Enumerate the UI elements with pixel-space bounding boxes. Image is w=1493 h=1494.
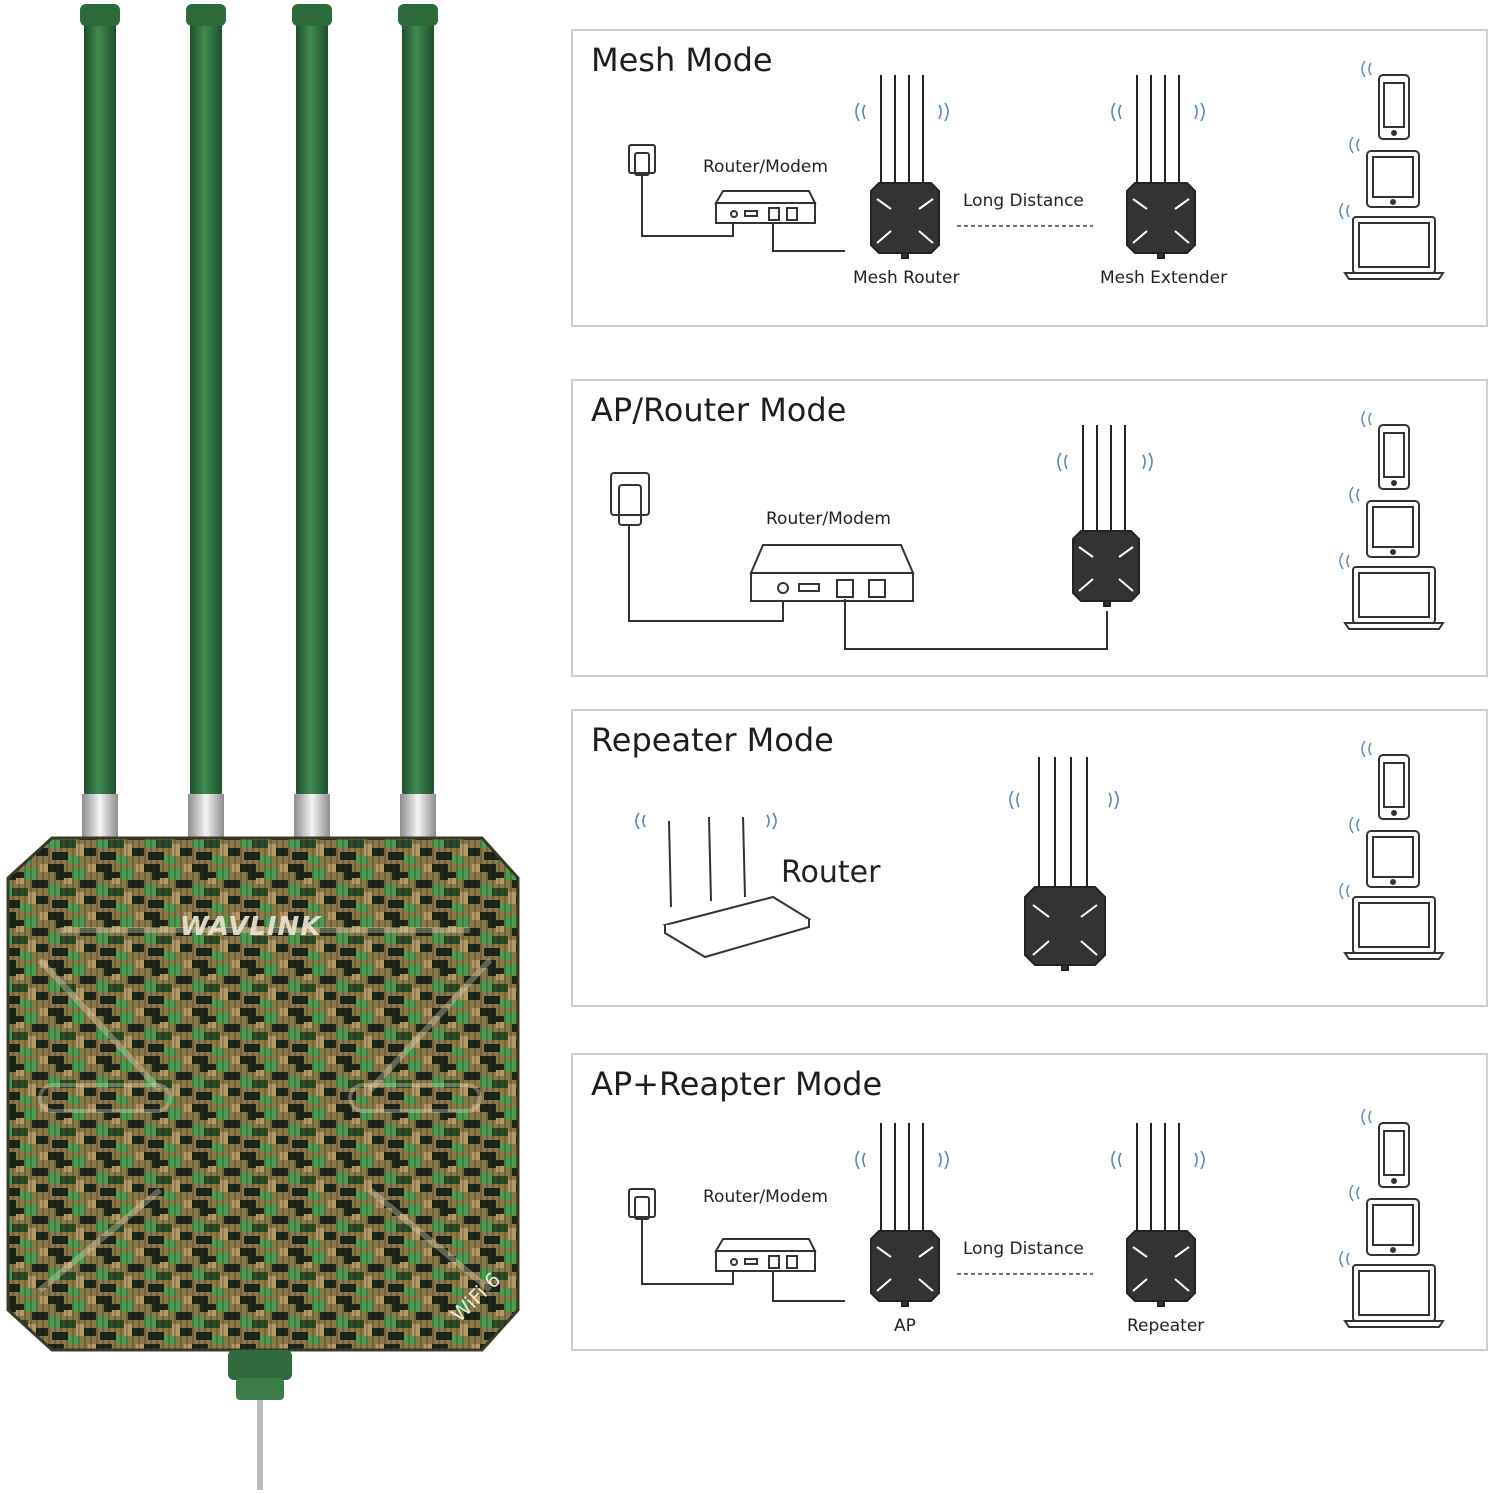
- modem-label: Router/Modem: [703, 157, 828, 177]
- repeater-label: Repeater: [1127, 1316, 1205, 1336]
- repeater-mode-panel: Repeater Mode: [571, 709, 1488, 1007]
- outdoor-ap-icon: [1072, 425, 1140, 607]
- power-outlet-icon: [628, 144, 734, 237]
- phone-icon: [1378, 424, 1410, 490]
- mesh-extender-label: Mesh Extender: [1100, 268, 1228, 288]
- ap-repeater-mode-diagram: [628, 1108, 1445, 1328]
- long-distance-label: Long Distance: [963, 1239, 1084, 1259]
- wifi-signal-icon: [1057, 452, 1153, 472]
- panel-title: AP+Reapter Mode: [591, 1065, 883, 1103]
- outdoor-ap-icon: [1126, 1123, 1196, 1307]
- laptop-icon: [1343, 896, 1445, 960]
- wifi-signal-icon: [1339, 60, 1372, 220]
- ap-repeater-mode-panel: AP+Reapter Mode: [571, 1053, 1488, 1351]
- laptop-icon: [1343, 566, 1445, 630]
- panel-title: Repeater Mode: [591, 721, 834, 759]
- power-outlet-icon: [610, 472, 784, 622]
- phone-icon: [1378, 754, 1410, 820]
- panel-title: Mesh Mode: [591, 41, 773, 79]
- tablet-icon: [1366, 150, 1420, 208]
- antenna: [398, 4, 438, 838]
- wifi-signal-icon: [1009, 790, 1119, 810]
- outdoor-ap-icon: [870, 75, 940, 259]
- tablet-icon: [1366, 1198, 1420, 1256]
- tablet-icon: [1366, 500, 1420, 558]
- wifi-signal-icon: [1339, 740, 1372, 900]
- modem-icon: [749, 544, 1108, 650]
- modem-label: Router/Modem: [766, 509, 891, 529]
- power-outlet-icon: [628, 1188, 734, 1285]
- laptop-icon: [1343, 216, 1445, 280]
- antenna: [80, 4, 120, 838]
- modem-icon: [714, 190, 845, 252]
- ap-label: AP: [894, 1316, 916, 1336]
- router-label: Router: [781, 855, 881, 890]
- mesh-mode-panel: Mesh Mode: [571, 29, 1488, 327]
- mesh-router-label: Mesh Router: [853, 268, 960, 288]
- panel-title: AP/Router Mode: [591, 391, 847, 429]
- wifi-signal-icon: [1339, 1108, 1372, 1268]
- outdoor-ap-icon: [870, 1123, 940, 1307]
- repeater-mode-diagram: [635, 740, 1445, 971]
- antenna: [186, 4, 226, 838]
- phone-icon: [1378, 74, 1410, 140]
- device-illustration: WAVLINK WiFi 6: [0, 0, 540, 1490]
- wifi-signal-icon: [855, 1150, 949, 1170]
- modem-icon: [714, 1238, 845, 1302]
- laptop-icon: [1343, 1264, 1445, 1328]
- modem-label: Router/Modem: [703, 1187, 828, 1207]
- wifi-signal-icon: [855, 102, 949, 122]
- router-icon: [662, 816, 812, 959]
- mesh-mode-diagram: [628, 60, 1445, 280]
- outdoor-ap-icon: [1126, 75, 1196, 259]
- wifi-signal-icon: [1111, 102, 1205, 122]
- ap-router-mode-diagram: [610, 410, 1445, 650]
- outdoor-ap-icon: [1024, 757, 1106, 971]
- wifi-signal-icon: [1111, 1150, 1205, 1170]
- ap-router-mode-panel: AP/Router Mode: [571, 379, 1488, 677]
- wifi-signal-icon: [1339, 410, 1372, 570]
- phone-icon: [1378, 1122, 1410, 1188]
- brand-logo: WAVLINK: [180, 912, 322, 942]
- antenna: [292, 4, 332, 838]
- long-distance-label: Long Distance: [963, 191, 1084, 211]
- tablet-icon: [1366, 830, 1420, 888]
- wifi-signal-icon: [635, 812, 777, 830]
- device-photo: [6, 4, 520, 1490]
